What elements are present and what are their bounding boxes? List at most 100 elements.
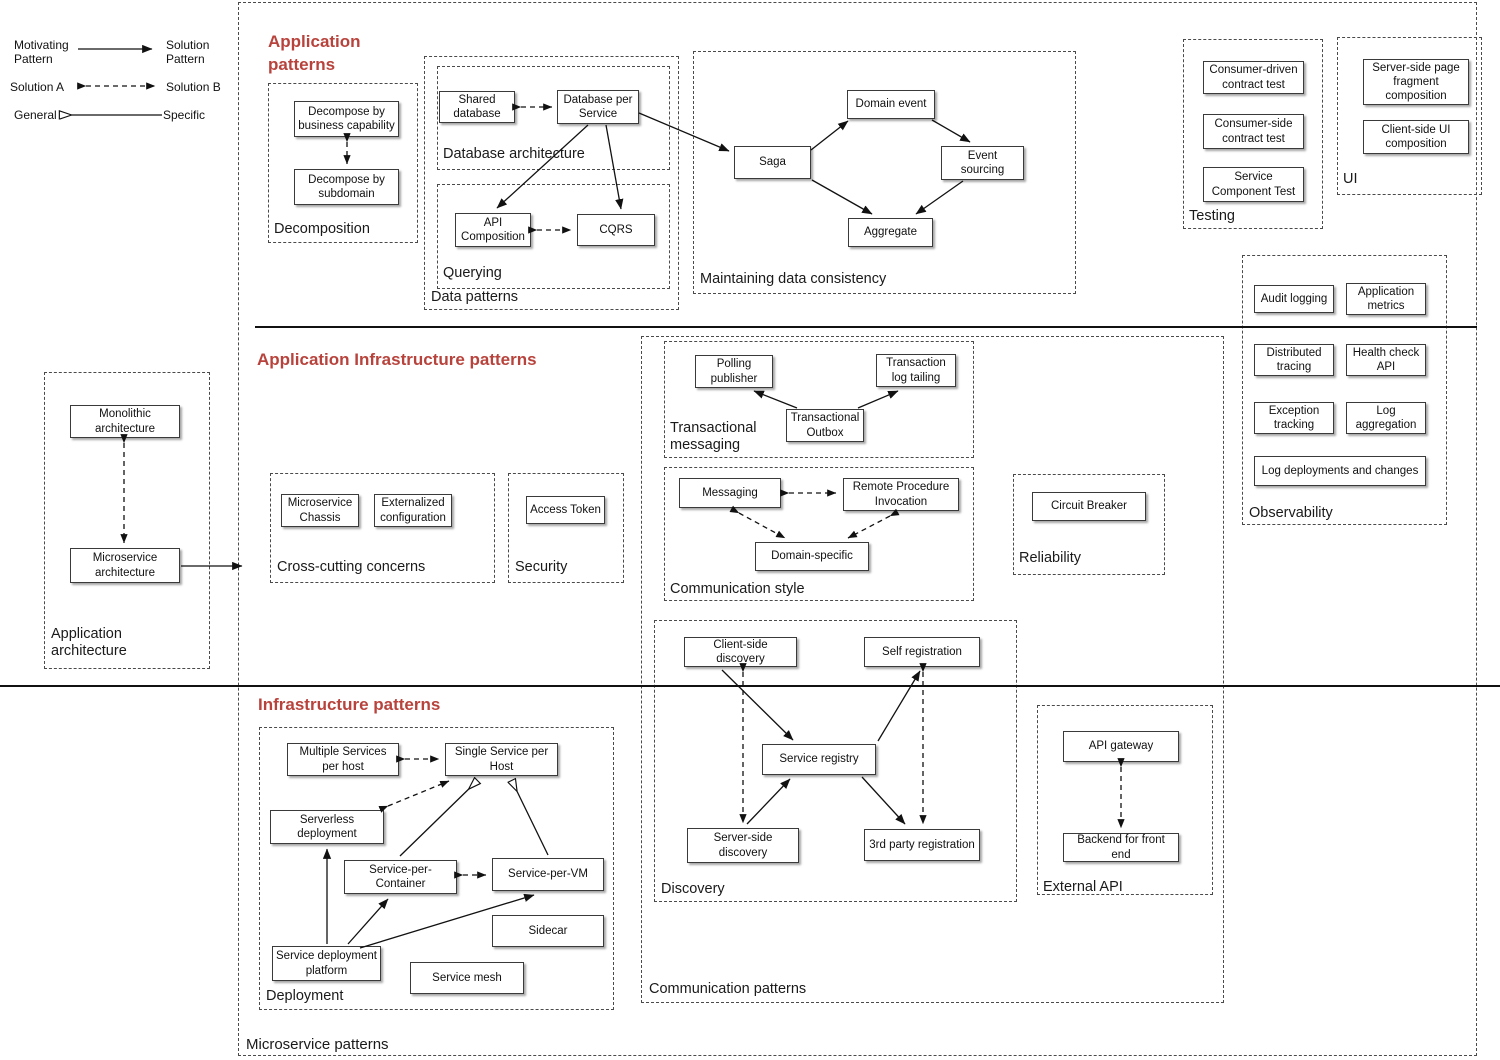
- group-label-decomposition: Decomposition: [274, 221, 370, 237]
- pattern-saga[interactable]: Saga: [734, 146, 811, 179]
- pattern-service-component-test[interactable]: Service Component Test: [1203, 167, 1304, 202]
- pattern-label: Remote Procedure Invocation: [852, 481, 950, 508]
- pattern-aggregate[interactable]: Aggregate: [848, 218, 933, 247]
- group-label-communication-patterns: Communication patterns: [649, 981, 807, 997]
- pattern-label: Service-per-VM: [508, 868, 588, 881]
- legend-solution-b: Solution B: [166, 80, 221, 94]
- pattern-log-aggregation[interactable]: Log aggregation: [1346, 402, 1426, 434]
- pattern-microservice-chassis[interactable]: Microservice Chassis: [281, 494, 359, 527]
- pattern-label: CQRS: [599, 223, 633, 236]
- group-label-testing: Testing: [1189, 208, 1235, 224]
- pattern-label: Service-per- Container: [369, 863, 432, 890]
- pattern-label: Log aggregation: [1355, 404, 1417, 431]
- pattern-audit-logging[interactable]: Audit logging: [1254, 285, 1334, 313]
- group-label-deployment: Deployment: [266, 988, 344, 1004]
- pattern-backend-for-front-end[interactable]: Backend for front end: [1063, 833, 1179, 862]
- pattern-polling-publisher[interactable]: Polling publisher: [695, 355, 773, 388]
- tier-title-application-infrastructure: Application Infrastructure patterns: [257, 350, 537, 369]
- pattern-label: Client-side discovery: [713, 638, 768, 665]
- pattern-consumer-driven-contract-test[interactable]: Consumer-driven contract test: [1203, 61, 1304, 94]
- pattern-transactional-outbox[interactable]: Transactional Outbox: [786, 409, 864, 442]
- pattern-externalized-configuration[interactable]: Externalized configuration: [374, 494, 452, 527]
- pattern-api-composition[interactable]: API Composition: [455, 213, 531, 247]
- pattern-client-side-ui-composition[interactable]: Client-side UI composition: [1363, 120, 1469, 154]
- group-external-api: [1037, 705, 1213, 895]
- pattern-label: Client-side UI composition: [1381, 123, 1451, 150]
- pattern-single-service-per-host[interactable]: Single Service per Host: [445, 743, 558, 776]
- pattern-event-sourcing[interactable]: Event sourcing: [941, 146, 1024, 180]
- group-transactional-messaging: [664, 341, 974, 458]
- pattern-monolithic-architecture[interactable]: Monolithic architecture: [70, 405, 180, 438]
- pattern-label: Monolithic architecture: [94, 408, 156, 435]
- group-decomposition: [268, 83, 418, 243]
- pattern-label: Event sourcing: [960, 149, 1005, 176]
- pattern-messaging[interactable]: Messaging: [679, 478, 781, 508]
- pattern-server-side-page-fragment-composition[interactable]: Server-side page fragment composition: [1363, 59, 1469, 105]
- pattern-health-check-api[interactable]: Health check API: [1346, 344, 1426, 376]
- pattern-decompose-by-subdomain[interactable]: Decompose by subdomain: [294, 169, 399, 205]
- tier-title-infrastructure: Infrastructure patterns: [258, 695, 441, 714]
- pattern-label: Polling publisher: [710, 358, 758, 385]
- pattern-server-side-discovery[interactable]: Server-side discovery: [687, 828, 799, 863]
- group-data-patterns: [424, 56, 679, 310]
- pattern-remote-procedure-invocation[interactable]: Remote Procedure Invocation: [843, 478, 959, 511]
- pattern-transaction-log-tailing[interactable]: Transaction log tailing: [876, 354, 956, 387]
- pattern-service-per-vm[interactable]: Service-per-VM: [492, 858, 604, 891]
- pattern-service-mesh[interactable]: Service mesh: [410, 962, 524, 994]
- pattern-label: Exception tracking: [1268, 404, 1320, 431]
- pattern-label: Consumer-driven contract test: [1209, 64, 1298, 91]
- pattern-label: Service deployment platform: [276, 950, 377, 977]
- group-label-ui: UI: [1343, 171, 1358, 187]
- group-cross-cutting-concerns: [270, 473, 495, 583]
- pattern-label: Domain-specific: [771, 550, 853, 563]
- pattern-circuit-breaker[interactable]: Circuit Breaker: [1032, 492, 1146, 521]
- group-deployment: [259, 727, 614, 1010]
- pattern-access-token[interactable]: Access Token: [526, 496, 605, 524]
- pattern-domain-event[interactable]: Domain event: [847, 90, 935, 119]
- group-microservice-patterns: [238, 2, 1477, 1056]
- pattern-label: Service Component Test: [1211, 171, 1296, 198]
- pattern-service-registry[interactable]: Service registry: [762, 744, 876, 775]
- pattern-label: Circuit Breaker: [1050, 500, 1128, 513]
- pattern-sidecar[interactable]: Sidecar: [492, 915, 604, 947]
- pattern-service-deployment-platform[interactable]: Service deployment platform: [272, 946, 381, 981]
- pattern-decompose-by-business-capability[interactable]: Decompose by business capability: [294, 101, 399, 137]
- group-label-maintaining-data-consistency: Maintaining data consistency: [700, 271, 887, 287]
- pattern-log-deployments-and-changes[interactable]: Log deployments and changes: [1254, 456, 1426, 486]
- pattern-database-per-service[interactable]: Database per Service: [557, 90, 639, 124]
- group-maintaining-data-consistency: [693, 51, 1076, 294]
- pattern-distributed-tracing[interactable]: Distributed tracing: [1254, 344, 1334, 376]
- pattern-label: Decompose by subdomain: [308, 173, 385, 200]
- pattern-exception-tracking[interactable]: Exception tracking: [1254, 402, 1334, 434]
- pattern-consumer-side-contract-test[interactable]: Consumer-side contract test: [1203, 114, 1304, 149]
- pattern-label: Saga: [759, 156, 786, 169]
- pattern-label: Service mesh: [432, 971, 502, 984]
- pattern-microservice-architecture[interactable]: Microservice architecture: [70, 548, 180, 583]
- tier-title-application: Application patterns: [268, 32, 361, 74]
- pattern-domain-specific[interactable]: Domain-specific: [755, 542, 869, 571]
- pattern-label: Consumer-side contract test: [1214, 118, 1293, 145]
- pattern-service-per-container[interactable]: Service-per- Container: [344, 860, 457, 894]
- pattern-label: Transaction log tailing: [886, 357, 946, 384]
- group-label-external-api: External API: [1043, 879, 1123, 895]
- group-label-application-architecture: Application architecture: [51, 626, 127, 660]
- group-label-communication-style: Communication style: [670, 581, 805, 597]
- pattern-multiple-services-per-host[interactable]: Multiple Services per host: [287, 743, 399, 776]
- group-communication-style: [664, 467, 974, 601]
- pattern-3rd-party-registration[interactable]: 3rd party registration: [864, 829, 980, 861]
- group-reliability: [1013, 474, 1165, 575]
- pattern-application-metrics[interactable]: Application metrics: [1346, 283, 1426, 315]
- pattern-self-registration[interactable]: Self registration: [864, 637, 980, 667]
- pattern-api-gateway[interactable]: API gateway: [1063, 731, 1179, 762]
- pattern-client-side-discovery[interactable]: Client-side discovery: [684, 637, 797, 667]
- group-label-security: Security: [515, 559, 568, 575]
- pattern-serverless-deployment[interactable]: Serverless deployment: [270, 810, 384, 844]
- pattern-label: Serverless deployment: [297, 813, 357, 840]
- separator-infrastructure-tier: [0, 685, 1500, 687]
- pattern-cqrs[interactable]: CQRS: [577, 214, 655, 246]
- pattern-shared-database[interactable]: Shared database: [439, 91, 515, 123]
- pattern-label: API Composition: [461, 216, 525, 243]
- group-label-querying: Querying: [443, 265, 502, 281]
- pattern-label: Distributed tracing: [1266, 346, 1322, 373]
- pattern-label: Audit logging: [1260, 292, 1328, 305]
